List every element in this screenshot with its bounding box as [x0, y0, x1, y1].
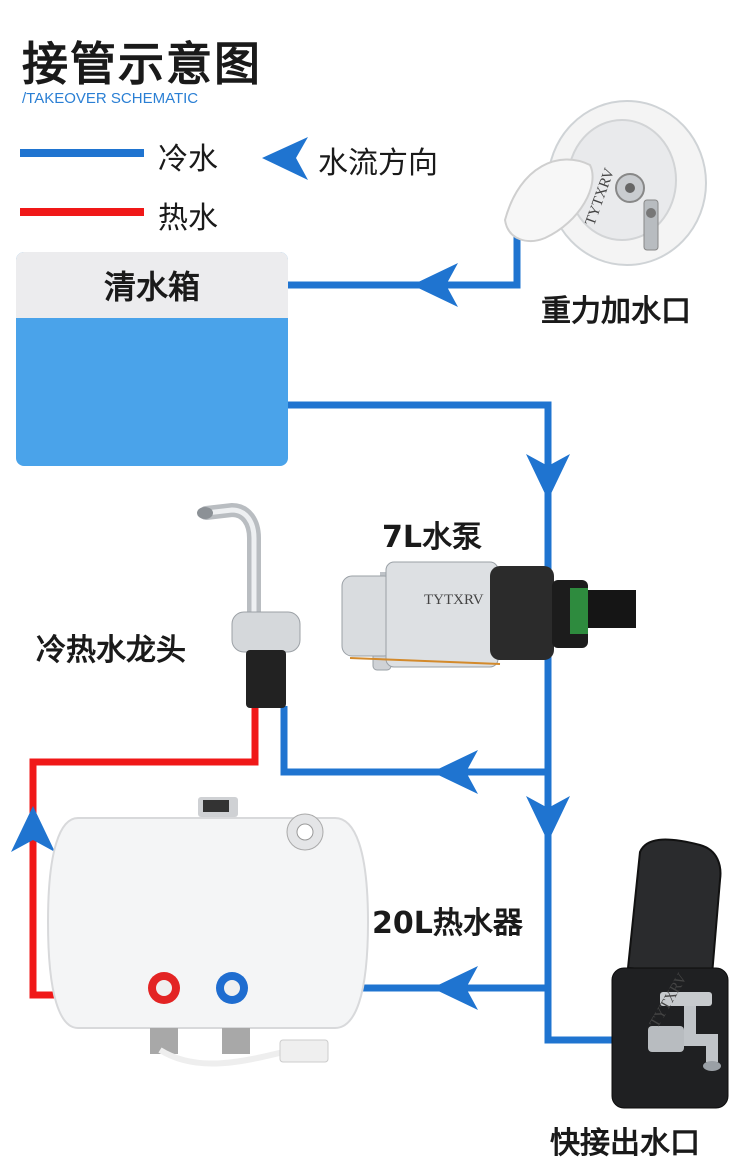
legend-hot-line — [20, 208, 144, 216]
pump-brand-text: TYTXRV — [424, 592, 484, 608]
pipe-to-faucet-cold — [280, 706, 548, 776]
faucet-icon — [197, 502, 301, 708]
water-heater-icon — [46, 797, 370, 1067]
flow-arrow-icon — [11, 806, 55, 852]
pipe-inlet-to-tank — [288, 232, 521, 289]
flow-arrow-icon — [412, 263, 458, 307]
gravity-inlet-icon — [503, 100, 707, 266]
legend-cold-label: 冷水 — [158, 142, 218, 177]
faucet-label: 冷热水龙头 — [36, 633, 186, 668]
quick-outlet-label: 快接出水口 — [550, 1126, 700, 1161]
legend-hot-label: 热水 — [158, 201, 218, 236]
gravity-inlet-label: 重力加水口 — [541, 294, 691, 329]
pump-icon — [341, 561, 636, 671]
flow-arrow-icon — [526, 796, 570, 842]
legend-cold-line — [20, 149, 144, 157]
flow-arrow-icon — [432, 750, 478, 794]
flow-arrow-icon — [432, 966, 478, 1010]
legend-flow-label: 水流方向 — [318, 146, 438, 181]
pump-label: 7L水泵 — [382, 520, 482, 555]
page-subtitle: /TAKEOVER SCHEMATIC — [22, 90, 199, 107]
heater-label: 20L热水器 — [372, 906, 523, 941]
flow-arrow-icon — [526, 454, 570, 500]
quick-outlet-icon — [611, 838, 729, 1109]
page-title: 接管示意图 — [22, 37, 262, 91]
tank-label: 清水箱 — [103, 268, 200, 306]
water-tank — [16, 252, 288, 466]
legend-flow-arrow-icon — [262, 137, 308, 180]
pipe-tank-to-pump — [288, 401, 612, 1044]
